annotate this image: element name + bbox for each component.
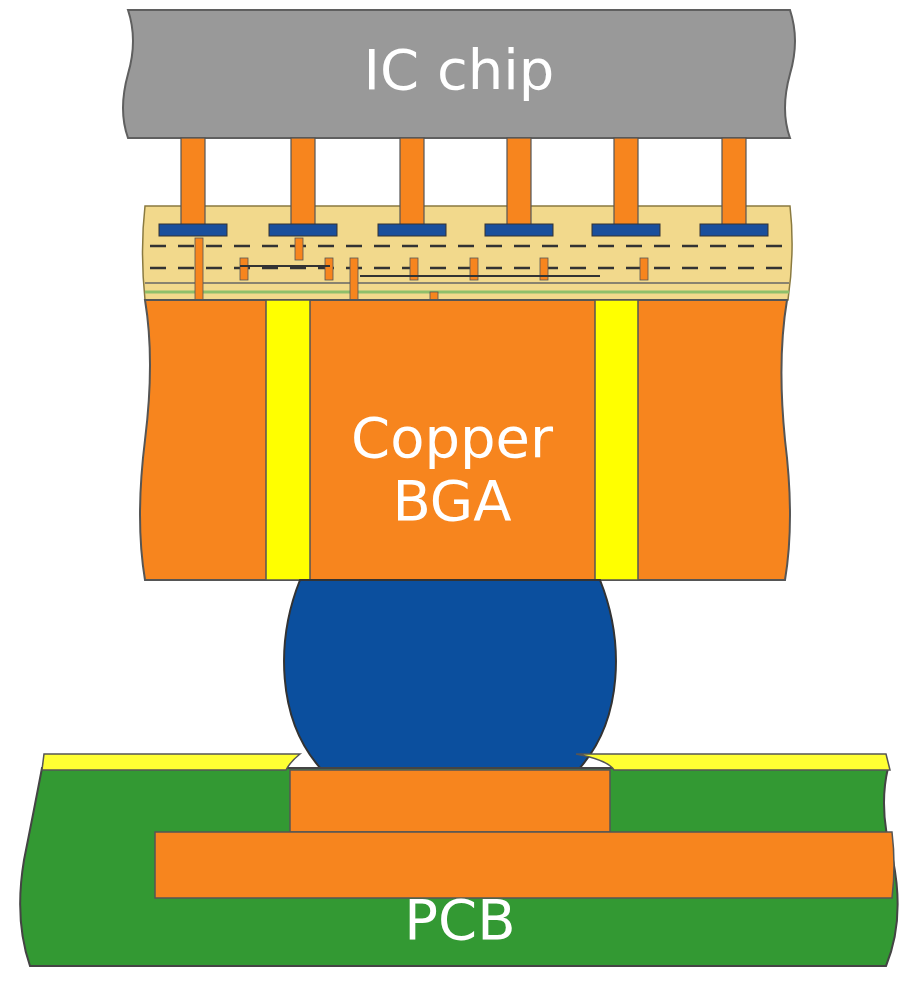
trace-dash <box>290 267 306 270</box>
trace-dash <box>374 267 390 270</box>
copper-pillar <box>507 138 531 226</box>
trace-dash <box>682 267 698 270</box>
bump-pad <box>269 224 337 236</box>
trace-dash <box>654 267 670 270</box>
core-label-box: Copper BGA <box>310 401 594 538</box>
trace-dash <box>514 267 530 270</box>
bump-pad <box>378 224 446 236</box>
node-label: Copper BGA <box>330 407 574 532</box>
trace-dash <box>430 267 446 270</box>
chip-body <box>123 10 795 138</box>
solder-mask <box>42 754 300 770</box>
trace-dash <box>598 245 614 248</box>
buildup-layer <box>143 206 793 300</box>
trace-dash <box>514 245 530 248</box>
buildup-detail <box>145 238 789 300</box>
trace-dash <box>402 245 418 248</box>
copper-pillar <box>181 138 205 226</box>
trace-dash <box>766 267 782 270</box>
trace-dash <box>682 245 698 248</box>
trace-dash <box>206 245 222 248</box>
trace-dash <box>458 245 474 248</box>
microvia <box>430 292 438 300</box>
microvia <box>350 258 358 300</box>
copper-pillar <box>614 138 638 226</box>
bump-pad <box>485 224 553 236</box>
trace-dash <box>570 267 586 270</box>
trace-dash <box>346 245 362 248</box>
trace-dash <box>430 245 446 248</box>
trace-dash <box>626 245 642 248</box>
pcb-board <box>20 768 897 966</box>
trace-dash <box>486 267 502 270</box>
layer-line <box>145 282 789 284</box>
trace-dash <box>486 245 502 248</box>
trace-dash <box>738 267 754 270</box>
copper-pillar <box>722 138 746 226</box>
trace-dash <box>626 267 642 270</box>
trace-dash <box>150 245 166 248</box>
microvia <box>295 238 303 260</box>
trace-dash <box>710 267 726 270</box>
trace <box>360 275 600 277</box>
trace-dash <box>150 267 166 270</box>
layer-line <box>145 291 789 294</box>
copper-pillar <box>291 138 315 226</box>
bump-pad <box>592 224 660 236</box>
trace-dash <box>318 245 334 248</box>
trace-dash <box>206 267 222 270</box>
microvia <box>195 238 203 300</box>
pcb-label-box: PCB <box>260 883 660 958</box>
trace-dash <box>262 267 278 270</box>
trace <box>240 265 330 267</box>
trace-dash <box>178 245 194 248</box>
via-fill <box>266 300 310 580</box>
bump-pad <box>159 224 227 236</box>
via-fill <box>595 300 638 580</box>
trace-dash <box>654 245 670 248</box>
copper-core <box>140 300 790 580</box>
trace-dash <box>374 245 390 248</box>
trace-dash <box>262 245 278 248</box>
trace-dash <box>178 267 194 270</box>
microvia <box>640 258 648 280</box>
trace-dash <box>710 245 726 248</box>
pcb-pad <box>290 770 610 832</box>
node-label: PCB <box>280 889 640 952</box>
trace-dash <box>738 245 754 248</box>
trace-dash <box>234 245 250 248</box>
bump-pad <box>700 224 768 236</box>
solder-ball <box>284 580 616 770</box>
trace-dash <box>766 245 782 248</box>
node-label: IC chip <box>159 39 759 102</box>
microvia <box>325 258 333 280</box>
solder-mask <box>576 754 890 770</box>
copper-pillar <box>400 138 424 226</box>
trace-dash <box>570 245 586 248</box>
trace-dash <box>598 267 614 270</box>
copper-pillars <box>159 138 768 236</box>
microvia <box>240 258 248 280</box>
chip-label-box: IC chip <box>139 33 779 108</box>
trace-dash <box>542 245 558 248</box>
pcb-trace <box>155 832 894 898</box>
